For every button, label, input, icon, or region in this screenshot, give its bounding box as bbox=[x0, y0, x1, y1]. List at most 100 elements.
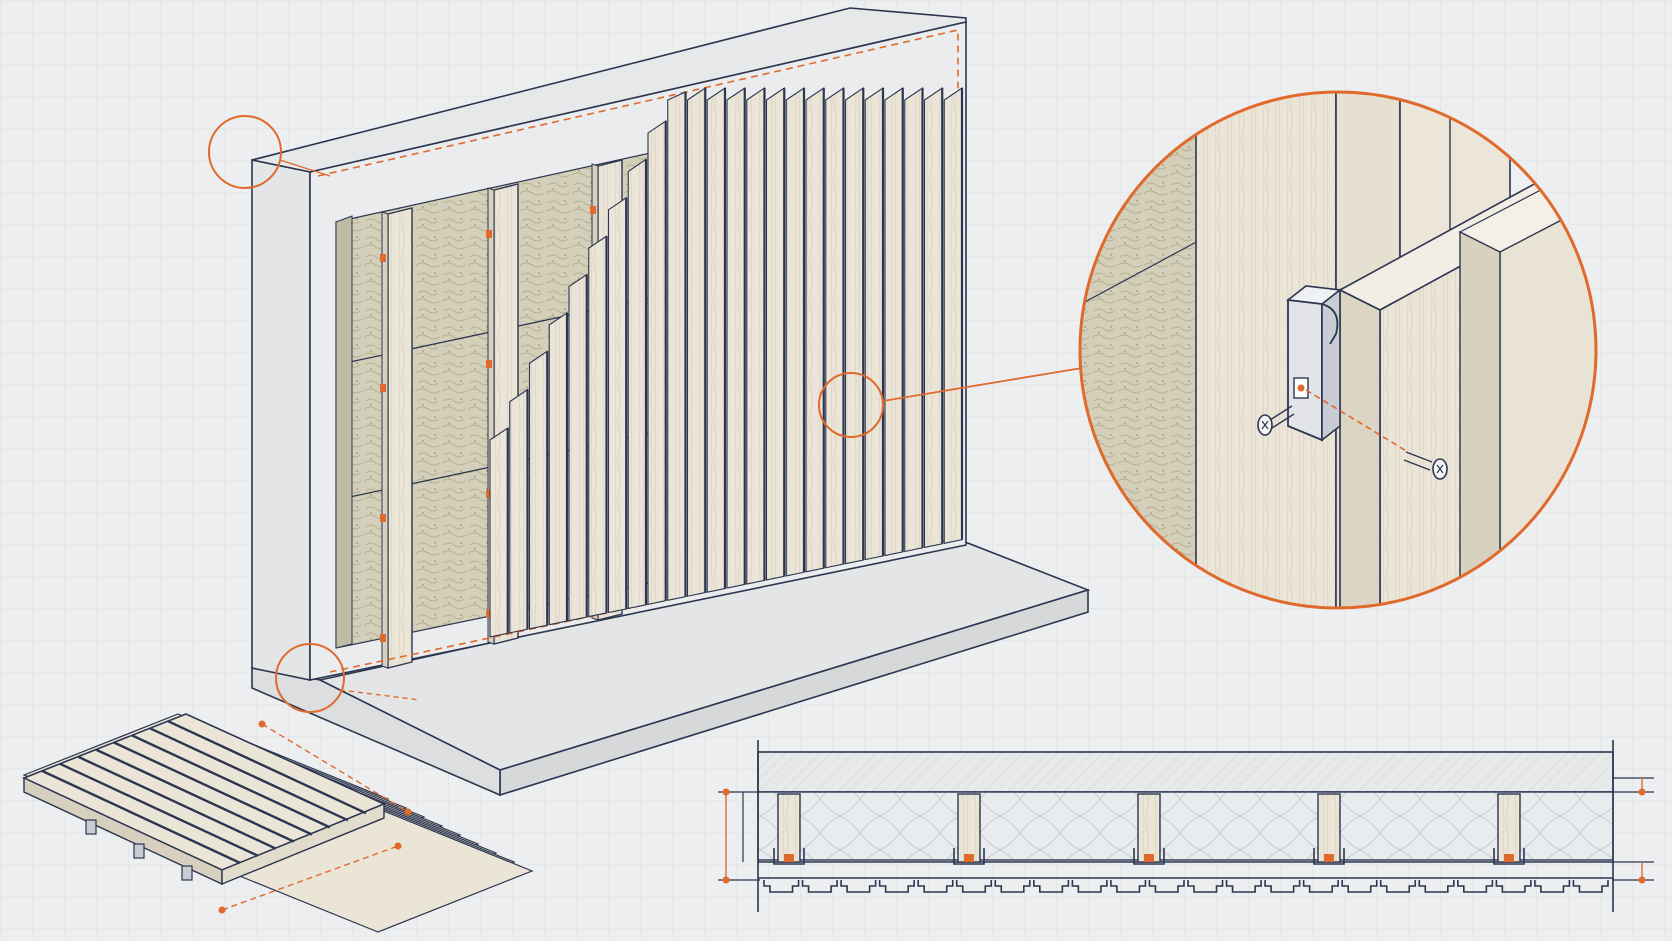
section-slat-profile bbox=[1264, 880, 1301, 893]
cladding-slat bbox=[489, 426, 509, 638]
callout-top-corner bbox=[208, 115, 282, 189]
clip-icon bbox=[1285, 285, 1343, 442]
cladding-slat bbox=[825, 86, 845, 569]
panel-groove bbox=[95, 748, 295, 843]
detail-magnifier-clip bbox=[1078, 90, 1598, 610]
callout-clip-detail bbox=[818, 372, 884, 438]
section-stud bbox=[1133, 793, 1165, 865]
panel-clip bbox=[181, 865, 193, 881]
section-slat-profile bbox=[1110, 880, 1147, 893]
isometric-wall-assembly bbox=[208, 7, 1091, 797]
section-slat-profile bbox=[1418, 880, 1455, 893]
cladding-slat bbox=[706, 86, 726, 593]
bracket bbox=[380, 254, 386, 262]
panel-clip bbox=[85, 819, 97, 835]
section-slat-profile bbox=[1341, 880, 1378, 893]
panel-groove bbox=[77, 755, 277, 850]
cladding-slat bbox=[647, 119, 667, 606]
screw-icon-secondary bbox=[1403, 451, 1448, 480]
bracket bbox=[486, 360, 492, 368]
magnifier-circle-icon bbox=[1078, 90, 1598, 610]
section-slat-profile bbox=[1033, 880, 1070, 893]
section-stud bbox=[1493, 793, 1525, 865]
callout-clip-leader bbox=[882, 367, 1083, 402]
section-slat-profile bbox=[955, 880, 993, 893]
section-slat-profile bbox=[1187, 880, 1224, 893]
bracket bbox=[380, 384, 386, 392]
section-cladding-profiles bbox=[763, 880, 1609, 893]
cladding-slat bbox=[627, 158, 647, 610]
section-studs bbox=[773, 793, 1525, 865]
section-slat-profile bbox=[917, 880, 954, 893]
cladding-slat bbox=[864, 86, 884, 561]
panel-dimension-bottom bbox=[221, 845, 399, 911]
panel-groove bbox=[59, 762, 259, 857]
membrane-outline bbox=[317, 28, 959, 673]
bracket bbox=[486, 490, 492, 498]
cladding-slat bbox=[785, 86, 805, 577]
bracket bbox=[486, 230, 492, 238]
cladding-slat bbox=[667, 91, 687, 601]
bracket bbox=[590, 206, 596, 214]
panel-groove bbox=[41, 769, 241, 864]
panel-groove bbox=[113, 741, 313, 836]
section-slat-profile bbox=[1148, 880, 1185, 893]
section-slat-profile bbox=[1572, 880, 1609, 893]
cladding-panel-module bbox=[21, 713, 534, 933]
bracket bbox=[380, 514, 386, 522]
cladding-slat bbox=[568, 273, 588, 622]
cladding-slat bbox=[746, 86, 766, 585]
panel-clip bbox=[133, 843, 145, 859]
cladding-slat bbox=[805, 86, 825, 573]
section-slat-profile bbox=[1225, 880, 1262, 893]
cladding-slat bbox=[884, 86, 904, 557]
callout-bottom-corner bbox=[275, 643, 345, 713]
cladding-slat bbox=[765, 86, 785, 581]
section-stud bbox=[1313, 793, 1345, 865]
bracket bbox=[380, 634, 386, 642]
section-slat-profile bbox=[763, 880, 800, 893]
cladding-slat bbox=[509, 388, 529, 634]
cladding-slat bbox=[528, 350, 548, 630]
section-stud bbox=[953, 793, 985, 865]
section-stud bbox=[773, 793, 805, 865]
cladding-slat bbox=[726, 86, 746, 589]
panel-dimension-top bbox=[261, 723, 409, 813]
section-concrete-wall bbox=[757, 751, 1614, 793]
section-slat-profile bbox=[878, 880, 915, 893]
cladding-slat bbox=[607, 196, 627, 614]
section-insulation bbox=[757, 791, 1614, 861]
cladding-slat bbox=[548, 311, 568, 626]
cladding-slat bbox=[588, 235, 608, 618]
section-slat-profile bbox=[840, 880, 877, 893]
section-slat-profile bbox=[1534, 880, 1571, 893]
screw-icon bbox=[1257, 405, 1295, 436]
section-slat-profile bbox=[1071, 880, 1108, 893]
section-slat-profile bbox=[1457, 880, 1494, 893]
cladding-slat bbox=[686, 86, 706, 597]
callout-bottom-leader bbox=[339, 689, 421, 701]
cladding-slat bbox=[943, 86, 963, 545]
batten bbox=[380, 207, 413, 669]
cladding-slat bbox=[923, 86, 943, 549]
section-dimension-left bbox=[718, 788, 760, 884]
callout-top-leader bbox=[279, 159, 331, 177]
section-slat-profile bbox=[994, 880, 1031, 893]
wall-end-face bbox=[251, 159, 311, 681]
section-slat-profile bbox=[1495, 880, 1532, 893]
panel-groove bbox=[131, 734, 331, 829]
section-slat-profile bbox=[1379, 880, 1417, 893]
section-slat-profile bbox=[1302, 880, 1339, 893]
cladding-slat bbox=[844, 86, 864, 565]
section-dimension-right bbox=[1612, 777, 1654, 884]
panel-groove bbox=[149, 727, 349, 822]
horizontal-section bbox=[718, 740, 1654, 912]
section-slat-profile bbox=[801, 880, 838, 893]
vertical-slatted-cladding bbox=[489, 86, 964, 638]
cladding-slat bbox=[904, 86, 924, 553]
panel-groove bbox=[167, 720, 367, 815]
bracket bbox=[486, 610, 492, 618]
panel-body bbox=[21, 713, 387, 886]
